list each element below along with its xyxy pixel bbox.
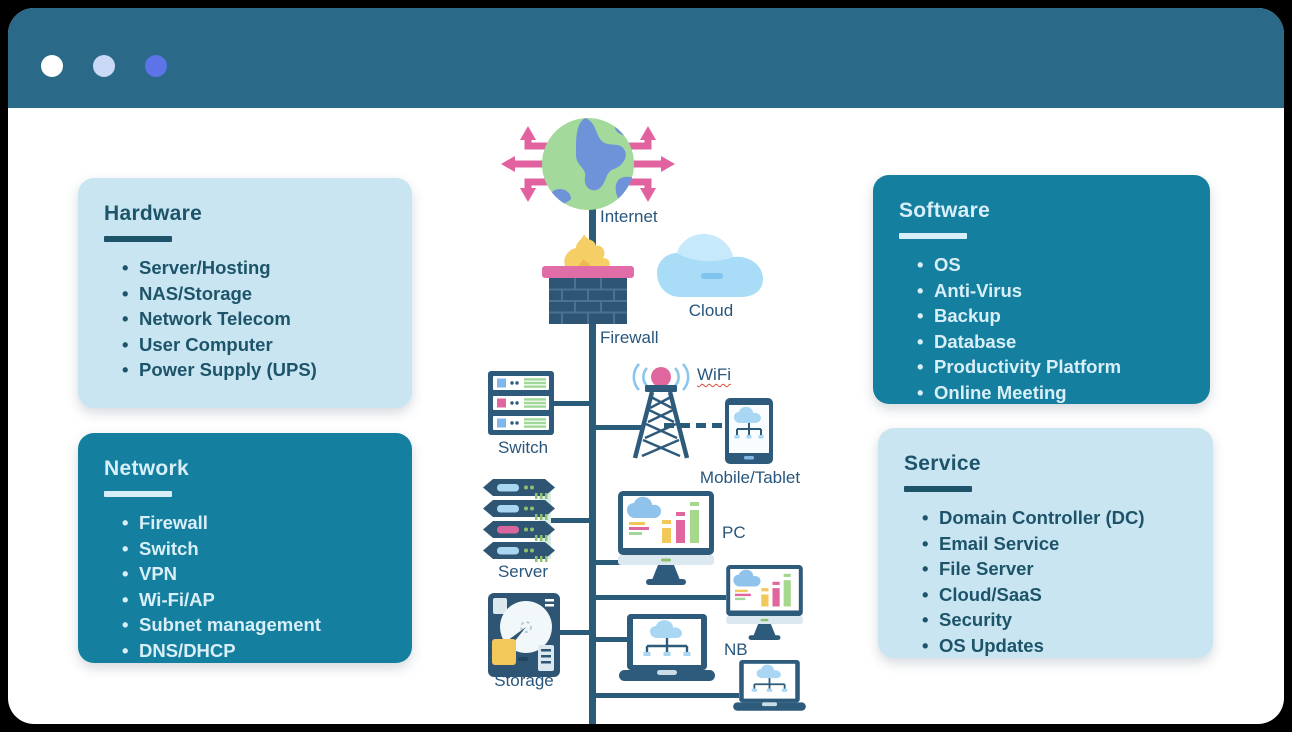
list-item: Server/Hosting <box>122 255 386 281</box>
window-dot-3[interactable] <box>145 55 167 77</box>
list-item: VPN <box>122 561 386 587</box>
nb-label: NB <box>724 640 748 659</box>
list-item: Subnet management <box>122 612 386 638</box>
pc-label: PC <box>722 523 746 542</box>
internet-globe-icon <box>501 118 675 210</box>
list-item: Productivity Platform <box>917 354 1184 380</box>
list-item: Power Supply (UPS) <box>122 357 386 383</box>
service-card: Service Domain Controller (DC) Email Ser… <box>878 428 1213 658</box>
monitor2-connector-line <box>594 595 726 600</box>
network-list: Firewall Switch VPN Wi-Fi/AP Subnet mana… <box>104 510 386 663</box>
list-item: Network Telecom <box>122 306 386 332</box>
pc-connector-line <box>594 560 634 565</box>
laptop-icon <box>733 660 806 711</box>
hardware-card-title: Hardware <box>104 202 203 225</box>
service-list: Domain Controller (DC) Email Service Fil… <box>904 505 1187 658</box>
storage-drive-icon <box>488 593 560 677</box>
server-label: Server <box>497 562 549 581</box>
list-item: Backup <box>917 303 1184 329</box>
list-item: Firewall <box>122 510 386 536</box>
tablet-icon <box>725 398 773 464</box>
window-dot-1[interactable] <box>41 55 63 77</box>
network-diagram: Internet Firewall Cloud Switch WiFi Mobi… <box>8 8 1284 724</box>
list-item: Security <box>922 607 1187 633</box>
cloud-icon <box>657 233 763 297</box>
list-item: Online Meeting <box>917 380 1184 406</box>
title-underline <box>904 486 972 492</box>
backbone-line <box>589 205 596 724</box>
window-header <box>8 8 1284 108</box>
title-underline <box>104 491 172 497</box>
wifi-tablet-dashed-line <box>664 423 722 428</box>
browser-window: Hardware Server/Hosting NAS/Storage Netw… <box>8 8 1284 724</box>
list-item: Email Service <box>922 531 1187 557</box>
wifi-connector-line <box>594 425 644 430</box>
internet-label: Internet <box>600 207 658 226</box>
storage-label: Storage <box>494 671 554 690</box>
switch-icon <box>488 371 554 435</box>
list-item: User Computer <box>122 332 386 358</box>
list-item: NAS/Storage <box>122 281 386 307</box>
list-item: OS Updates <box>922 633 1187 659</box>
laptop-icon <box>619 614 715 681</box>
switch-connector-line <box>550 401 591 406</box>
firewall-label: Firewall <box>600 328 659 347</box>
window-dot-2[interactable] <box>93 55 115 77</box>
list-item: DNS/DHCP <box>122 638 386 664</box>
laptop2-connector-line <box>594 693 739 698</box>
hardware-list: Server/Hosting NAS/Storage Network Telec… <box>104 255 386 383</box>
software-list: OS Anti-Virus Backup Database Productivi… <box>899 252 1184 405</box>
storage-connector-line <box>552 630 591 635</box>
list-item: Domain Controller (DC) <box>922 505 1187 531</box>
desktop-monitor-icon <box>618 491 714 585</box>
software-card-title: Software <box>899 199 991 222</box>
laptop-connector-line <box>594 637 633 642</box>
firewall-icon <box>542 234 634 324</box>
service-card-title: Service <box>904 452 981 475</box>
list-item: Anti-Virus <box>917 278 1184 304</box>
list-item: Cloud/SaaS <box>922 582 1187 608</box>
list-item: OS <box>917 252 1184 278</box>
list-item: File Server <box>922 556 1187 582</box>
desktop-monitor-icon <box>726 565 803 640</box>
list-item: Wi-Fi/AP <box>122 587 386 613</box>
wifi-tower-icon <box>632 363 690 459</box>
cloud-label: Cloud <box>688 301 734 320</box>
mobile-tablet-label: Mobile/Tablet <box>699 468 801 487</box>
switch-label: Switch <box>497 438 549 457</box>
hardware-card: Hardware Server/Hosting NAS/Storage Netw… <box>78 178 412 408</box>
server-rack-icon <box>483 479 555 562</box>
title-underline <box>104 236 172 242</box>
network-card-title: Network <box>104 457 189 480</box>
list-item: Database <box>917 329 1184 355</box>
title-underline <box>899 233 967 239</box>
software-card: Software OS Anti-Virus Backup Database P… <box>873 175 1210 405</box>
list-item: Switch <box>122 536 386 562</box>
server-connector-line <box>550 518 591 523</box>
network-card: Network Firewall Switch VPN Wi-Fi/AP Sub… <box>78 433 412 663</box>
wifi-label: WiFi <box>697 365 731 384</box>
